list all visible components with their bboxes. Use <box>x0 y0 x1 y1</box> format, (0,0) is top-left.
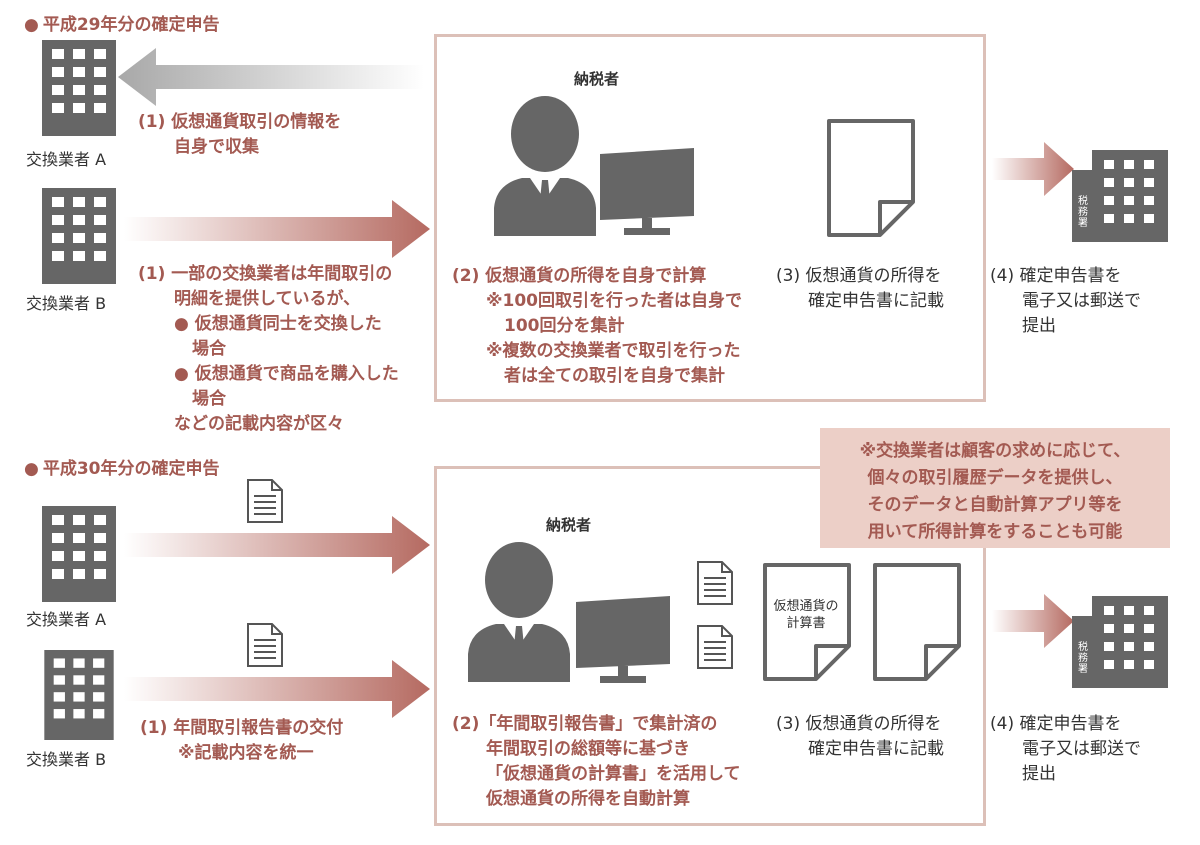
text-line: (3) 仮想通貨の所得を <box>776 714 942 734</box>
text-line: 確定申告書に記載 <box>808 739 944 759</box>
h29-section-title: ●平成29年分の確定申告 <box>24 10 220 35</box>
h30-step1: (1) 年間取引報告書の交付 ※記載内容を統一 <box>140 716 343 766</box>
h30-taxpayer-label: 納税者 <box>546 516 592 534</box>
arrow-icon <box>124 660 430 718</box>
bullet-icon: ● <box>24 459 39 479</box>
text-line: 計算書 <box>786 616 826 631</box>
document-icon <box>696 560 734 606</box>
text-line: 仮想通貨の <box>773 599 839 614</box>
text-line: (1) 一部の交換業者は年間取引の <box>138 264 393 284</box>
person-icon <box>466 542 576 682</box>
text-line: ※複数の交換業者で取引を行った <box>486 341 741 361</box>
text-line: 電子又は郵送で <box>1022 291 1141 311</box>
text-line: ● 仮想通貨で商品を購入した <box>174 364 399 384</box>
text-line: ※記載内容を統一 <box>178 743 314 763</box>
building-icon <box>42 188 116 284</box>
text-line: (4) 確定申告書を <box>990 714 1122 734</box>
h29-step3: (3) 仮想通貨の所得を 確定申告書に記載 <box>776 264 944 314</box>
document-icon <box>696 624 734 670</box>
text-line: 用いて所得計算をすることも可能 <box>867 522 1123 542</box>
text-line: (4) 確定申告書を <box>990 266 1122 286</box>
monitor-icon <box>596 148 696 238</box>
text-line: 場合 <box>192 339 226 359</box>
text-line: 提出 <box>1022 316 1056 336</box>
text-line: そのデータと自動計算アプリ等を <box>867 495 1123 515</box>
text-line: ● 仮想通貨同士を交換した <box>174 314 382 334</box>
person-icon <box>492 96 602 236</box>
h29-taxpayer-label: 納税者 <box>574 70 620 88</box>
h29-tax-office-label: 税務署 <box>1078 196 1088 229</box>
text-line: (1) 年間取引報告書の交付 <box>140 718 344 738</box>
bullet-icon: ● <box>24 15 39 35</box>
h30-exchanger-b-label: 交換業者 B <box>26 750 107 769</box>
text-line: 100回分を集計 <box>504 316 625 336</box>
h30-step2: (2)「年間取引報告書」で集計済の 年間取引の総額等に基づき 「仮想通貨の計算書… <box>452 712 741 812</box>
h30-note-box: ※交換業者は顧客の求めに応じて、 個々の取引履歴データを提供し、 そのデータと自… <box>820 428 1170 548</box>
text-line: 明細を提供しているが、 <box>174 289 361 309</box>
text-line: ※100回取引を行った者は自身で <box>486 291 743 311</box>
building-icon <box>42 506 116 602</box>
h29-step1-b: (1) 一部の交換業者は年間取引の 明細を提供しているが、 ● 仮想通貨同士を交… <box>138 262 399 437</box>
h30-step4: (4) 確定申告書を 電子又は郵送で 提出 <box>990 712 1141 787</box>
text-line: などの記載内容が区々 <box>174 414 344 434</box>
document-icon <box>872 562 962 682</box>
arrow-icon <box>992 142 1074 196</box>
arrow-icon <box>992 594 1074 648</box>
arrow-icon <box>118 48 424 106</box>
text-line: ※交換業者は顧客の求めに応じて、 <box>859 441 1131 461</box>
text-line: 電子又は郵送で <box>1022 739 1141 759</box>
text-line: 「仮想通貨の計算書」を活用して <box>486 764 741 784</box>
h30-step3: (3) 仮想通貨の所得を 確定申告書に記載 <box>776 712 944 762</box>
monitor-icon <box>572 596 672 686</box>
text-line: (1) 仮想通貨取引の情報を <box>138 112 342 132</box>
text-line: 確定申告書に記載 <box>808 291 944 311</box>
text-line: 自身で収集 <box>174 137 259 157</box>
h29-step2: (2) 仮想通貨の所得を自身で計算 ※100回取引を行った者は自身で 100回分… <box>452 264 742 389</box>
h30-tax-office-label: 税務署 <box>1078 642 1088 675</box>
text-line: 提出 <box>1022 764 1056 784</box>
h30-section-title: ●平成30年分の確定申告 <box>24 454 220 479</box>
text-line: (2)「年間取引報告書」で集計済の <box>452 714 718 734</box>
h30-exchanger-a-label: 交換業者 A <box>26 610 107 629</box>
h29-title-text: 平成29年分の確定申告 <box>42 15 220 35</box>
arrow-icon <box>124 516 430 574</box>
document-icon <box>826 118 916 238</box>
h29-exchanger-a-label: 交換業者 A <box>26 150 107 169</box>
h30-title-text: 平成30年分の確定申告 <box>42 459 220 479</box>
h29-step4: (4) 確定申告書を 電子又は郵送で 提出 <box>990 264 1141 339</box>
text-line: (3) 仮想通貨の所得を <box>776 266 942 286</box>
building-icon <box>42 40 116 136</box>
arrow-icon <box>124 200 430 258</box>
text-line: 個々の取引履歴データを提供し、 <box>867 468 1123 488</box>
h29-step1-a: (1) 仮想通貨取引の情報を 自身で収集 <box>138 110 341 160</box>
text-line: 者は全ての取引を自身で集計 <box>504 366 725 386</box>
h30-calc-doc-label: 仮想通貨の 計算書 <box>762 598 850 632</box>
text-line: (2) 仮想通貨の所得を自身で計算 <box>452 266 707 286</box>
text-line: 場合 <box>192 389 226 409</box>
text-line: 年間取引の総額等に基づき <box>486 739 690 759</box>
h29-exchanger-b-label: 交換業者 B <box>26 294 107 313</box>
building-icon <box>42 650 116 740</box>
text-line: 仮想通貨の所得を自動計算 <box>486 789 690 809</box>
